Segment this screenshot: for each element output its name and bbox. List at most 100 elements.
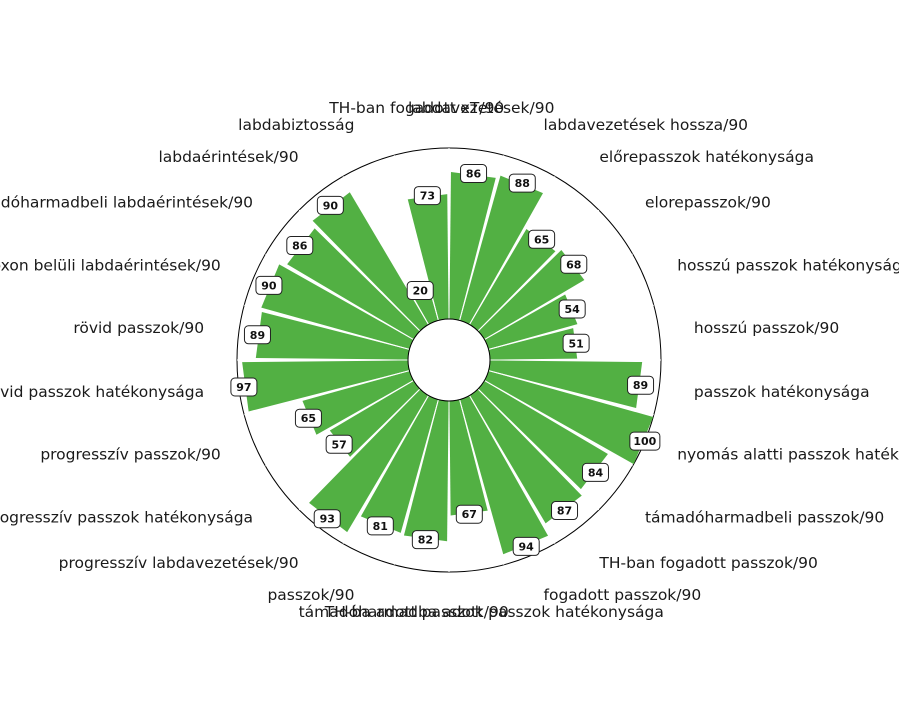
value-label-box	[558, 299, 586, 319]
spoke-10	[469, 395, 556, 544]
value-label-3: 68	[560, 254, 588, 274]
category-label-13: passzok/90	[267, 586, 354, 604]
value-label-14: 93	[313, 509, 341, 529]
value-label-text: 65	[534, 233, 549, 246]
spoke-15	[298, 388, 421, 511]
value-label-15: 57	[325, 434, 353, 454]
category-label-8: támadóharmadbeli passzok/90	[645, 508, 884, 526]
spoke-20	[265, 253, 414, 340]
value-labels-group: 8688656854518910084879467828193576597899…	[230, 164, 661, 556]
spoke-8	[484, 380, 633, 467]
category-label-3: elorepasszok/90	[645, 194, 771, 212]
value-label-box	[581, 462, 609, 482]
value-label-text: 90	[261, 279, 277, 292]
value-label-box	[325, 434, 353, 454]
category-label-12: TH-ba adott passzok/90	[324, 603, 509, 621]
bar-5	[488, 328, 578, 360]
value-label-box	[560, 254, 588, 274]
value-label-7: 100	[629, 431, 661, 451]
bar-17	[242, 360, 410, 412]
value-label-5: 51	[562, 333, 590, 353]
value-label-box	[551, 501, 579, 521]
category-label-16: progresszív passzok/90	[40, 446, 220, 464]
spoke-5	[488, 304, 654, 350]
value-label-box	[230, 377, 258, 397]
spoke-17	[244, 370, 410, 416]
value-label-8: 84	[581, 462, 609, 482]
bar-1	[460, 175, 543, 325]
bar-23	[407, 194, 449, 321]
bar-3	[478, 249, 585, 340]
category-label-6: passzok hatékonysága	[694, 383, 870, 401]
bar-21	[312, 192, 429, 331]
spoke-7	[488, 370, 654, 416]
value-label-text: 90	[323, 199, 339, 212]
category-label-17: rövid passzok hatékonysága	[0, 383, 204, 401]
value-label-text: 93	[320, 513, 335, 526]
value-label-10: 94	[512, 536, 540, 556]
value-label-box	[460, 164, 488, 184]
value-label-text: 20	[413, 285, 429, 298]
category-label-22: labdabiztosság	[238, 116, 354, 134]
spoke-13	[393, 399, 439, 565]
bar-14	[309, 389, 429, 533]
value-label-12: 82	[411, 530, 439, 550]
spoke-19	[244, 304, 410, 350]
value-label-box	[512, 536, 540, 556]
spoke-14	[342, 395, 429, 544]
value-label-box	[286, 236, 314, 256]
bar-19	[261, 264, 414, 349]
value-label-21: 90	[316, 195, 344, 215]
value-label-text: 51	[568, 337, 583, 350]
value-label-box	[411, 530, 439, 550]
value-label-text: 97	[236, 381, 251, 394]
category-label-11: támadóharmadba adott passzok hatékonyság…	[299, 603, 664, 621]
value-label-1: 88	[508, 173, 536, 193]
spoke-9	[477, 388, 600, 511]
value-label-text: 89	[250, 329, 265, 342]
bar-10	[460, 395, 549, 555]
value-label-text: 87	[557, 505, 572, 518]
category-label-15: progresszív passzok hatékonysága	[0, 508, 253, 526]
value-label-11: 67	[455, 504, 483, 524]
spoke-16	[265, 380, 414, 467]
value-label-text: 100	[633, 435, 656, 448]
bars-group	[242, 171, 654, 555]
value-label-23: 73	[413, 186, 441, 206]
value-label-box	[508, 173, 536, 193]
value-label-text: 84	[588, 466, 604, 479]
value-label-text: 54	[565, 303, 581, 316]
value-label-19: 90	[255, 275, 283, 295]
bar-4	[484, 294, 578, 349]
spokes-group	[237, 148, 661, 572]
bar-0	[449, 171, 496, 321]
category-label-21: labdaérintések/90	[158, 148, 298, 166]
category-label-5: hosszú passzok/90	[694, 319, 839, 337]
category-label-14: progresszív labdavezetések/90	[59, 554, 299, 572]
value-label-box	[455, 504, 483, 524]
value-label-text: 89	[633, 379, 648, 392]
spoke-21	[298, 209, 421, 332]
category-label-1: labdavezetések hossza/90	[544, 116, 749, 134]
value-label-box	[406, 281, 434, 301]
category-label-9: TH-ban fogadott passzok/90	[598, 554, 818, 572]
value-label-text: 82	[418, 534, 433, 547]
value-label-22: 20	[406, 281, 434, 301]
value-label-text: 67	[462, 508, 477, 521]
bar-2	[469, 229, 556, 331]
value-label-text: 65	[301, 412, 316, 425]
category-label-20: támadóharmadbeli labdaérintések/90	[0, 194, 253, 212]
category-label-2: előrepasszok hatékonysága	[599, 148, 814, 166]
bar-11	[449, 399, 488, 516]
value-label-13: 81	[366, 516, 394, 536]
value-label-text: 73	[420, 190, 435, 203]
value-label-2: 65	[528, 229, 556, 249]
category-label-18: rövid passzok/90	[73, 319, 204, 337]
spoke-4	[484, 253, 633, 340]
value-label-17: 97	[230, 377, 258, 397]
category-label-0: labdavezetések/90	[408, 99, 555, 117]
value-label-6: 89	[627, 375, 655, 395]
